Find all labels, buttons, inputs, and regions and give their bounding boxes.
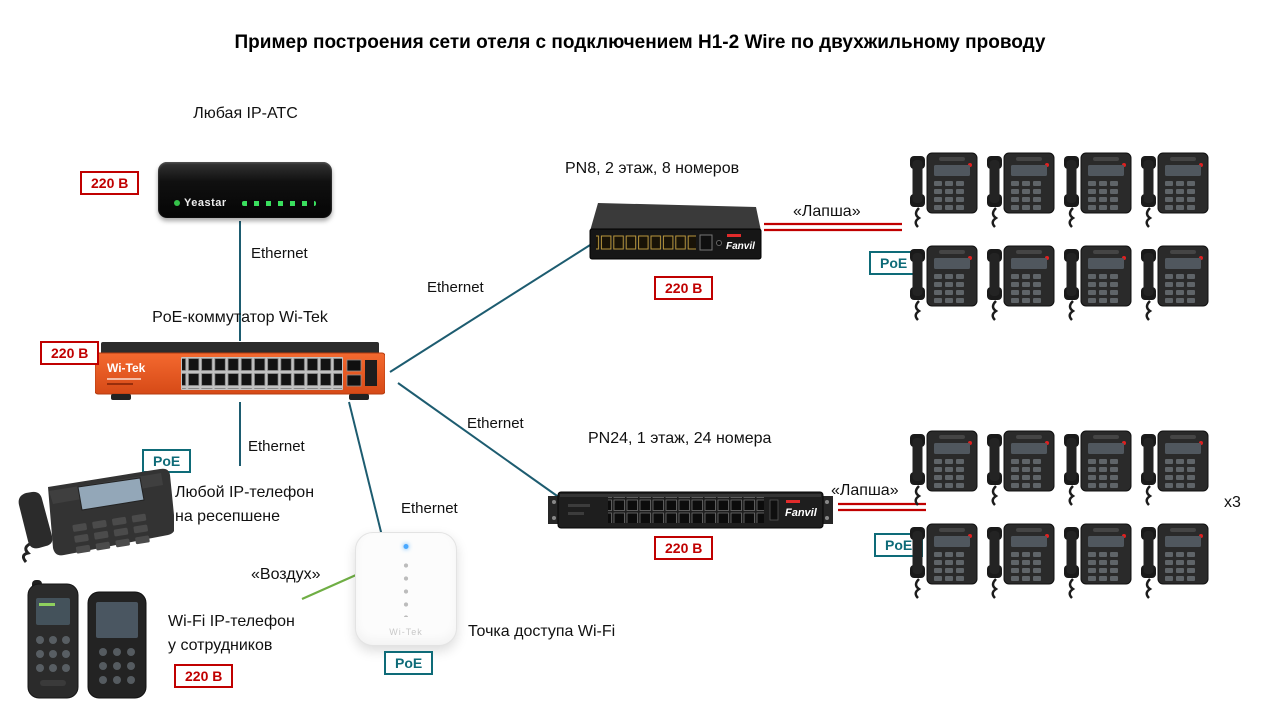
hotel-ip-phone <box>1136 241 1213 334</box>
wifi-phone-label: Wi-Fi IP-телефон у сотрудников <box>168 610 295 658</box>
hotel-phone-icon <box>986 523 1054 599</box>
hotel-ip-phone <box>905 241 982 334</box>
ip-pbx-device: Yeastar <box>158 162 332 218</box>
wifi-access-point-device: Wi-Tek <box>355 532 457 646</box>
pn24-switch-icon: Fanvil <box>548 491 833 529</box>
ap-grille-dots <box>403 559 409 617</box>
hotel-ip-phone <box>982 148 1059 241</box>
hotel-phone-icon <box>909 152 977 228</box>
reception-phone-device <box>12 455 176 570</box>
hotel-phone-icon <box>1140 523 1208 599</box>
pn24-switch-device: Fanvil <box>548 486 833 539</box>
power-badge-pbx: 220 В <box>80 171 140 195</box>
hotel-ip-phone <box>1136 519 1213 612</box>
wifi-phone-label-line2: у сотрудников <box>168 637 273 654</box>
hotel-ip-phone <box>982 519 1059 612</box>
air-wireless-line <box>301 573 357 601</box>
wifi-phone-label-line1: Wi-Fi IP-телефон <box>168 613 295 630</box>
hotel-ip-phone <box>905 519 982 612</box>
lapsha-label-pn8: «Лапша» <box>793 203 861 220</box>
hotel-ip-phone <box>982 241 1059 334</box>
hotel-ip-phone <box>982 426 1059 519</box>
ethernet-label-2: Ethernet <box>427 279 484 296</box>
ap-status-led <box>403 544 409 549</box>
hotel-phone-icon <box>1140 152 1208 228</box>
wifi-handsets-device <box>18 580 156 707</box>
ethernet-line-switch-to-ap <box>348 401 383 537</box>
reception-phone-label: Любой IP-телефон на ресепшене <box>175 481 314 529</box>
hotel-ip-phone <box>1059 426 1136 519</box>
hotel-phone-icon <box>1063 245 1131 321</box>
cordless-phones-icon <box>27 580 147 699</box>
desk-phone-icon <box>18 468 176 563</box>
hotel-phone-icon <box>986 245 1054 321</box>
poe-switch-device: Wi-Tek <box>94 342 386 407</box>
hotel-phone-icon <box>1140 245 1208 321</box>
reception-phone-label-line1: Любой IP-телефон <box>175 484 315 501</box>
pbx-label: Любая IP-АТС <box>193 105 298 122</box>
pn8-brand-text: Fanvil <box>726 241 755 252</box>
pn8-switch-icon: Fanvil <box>589 203 762 260</box>
hotel-phone-icon <box>1063 430 1131 506</box>
diagram-title: Пример построения сети отеля с подключен… <box>234 32 1046 53</box>
witek-switch-icon: Wi-Tek <box>94 342 386 400</box>
pbx-brand-text: Yeastar <box>174 197 227 209</box>
phone-grid-floor2 <box>905 148 1213 334</box>
poe-badge-ap: PoE <box>384 651 434 675</box>
ap-brand-text: Wi-Tek <box>389 627 423 637</box>
multiplier-label: x3 <box>1224 494 1241 511</box>
ethernet-label-1: Ethernet <box>251 245 308 262</box>
pn24-label: PN24, 1 этаж, 24 номера <box>588 430 772 447</box>
pn8-switch-device: Fanvil <box>588 203 763 272</box>
switch-brand-text: Wi-Tek <box>107 361 146 375</box>
hotel-ip-phone <box>1059 148 1136 241</box>
hotel-ip-phone <box>1136 148 1213 241</box>
ethernet-line-switch-to-pn24 <box>397 382 561 499</box>
ethernet-label-3: Ethernet <box>467 415 524 432</box>
pbx-led-row <box>242 201 316 206</box>
hotel-phone-icon <box>986 430 1054 506</box>
hotel-ip-phone <box>1059 241 1136 334</box>
poe-switch-label: PoE-коммутатор Wi-Tek <box>152 309 328 326</box>
lapsha-label-pn24: «Лапша» <box>831 482 899 499</box>
hotel-phone-icon <box>909 523 977 599</box>
poe-badge-reception: PoE <box>142 449 192 473</box>
hotel-phone-icon <box>1063 152 1131 228</box>
ethernet-line-switch-to-pn8 <box>389 239 599 373</box>
power-badge-wifi-phones: 220 В <box>174 664 234 688</box>
air-label: «Воздух» <box>251 566 321 583</box>
hotel-ip-phone <box>905 426 982 519</box>
pn24-brand-text: Fanvil <box>785 507 818 519</box>
hotel-phone-icon <box>909 430 977 506</box>
ethernet-label-5: Ethernet <box>401 500 458 517</box>
hotel-ip-phone <box>905 148 982 241</box>
hotel-phone-icon <box>986 152 1054 228</box>
phone-grid-floor1 <box>905 426 1213 612</box>
hotel-phone-icon <box>1140 430 1208 506</box>
reception-phone-label-line2: на ресепшене <box>175 508 281 525</box>
power-badge-switch: 220 В <box>40 341 100 365</box>
power-badge-pn8: 220 В <box>654 276 714 300</box>
hotel-ip-phone <box>1059 519 1136 612</box>
ap-label: Точка доступа Wi-Fi <box>468 623 616 640</box>
hotel-ip-phone <box>1136 426 1213 519</box>
ethernet-label-4: Ethernet <box>248 438 305 455</box>
power-badge-pn24: 220 В <box>654 536 714 560</box>
pn8-label: PN8, 2 этаж, 8 номеров <box>565 160 740 177</box>
hotel-phone-icon <box>909 245 977 321</box>
hotel-phone-icon <box>1063 523 1131 599</box>
